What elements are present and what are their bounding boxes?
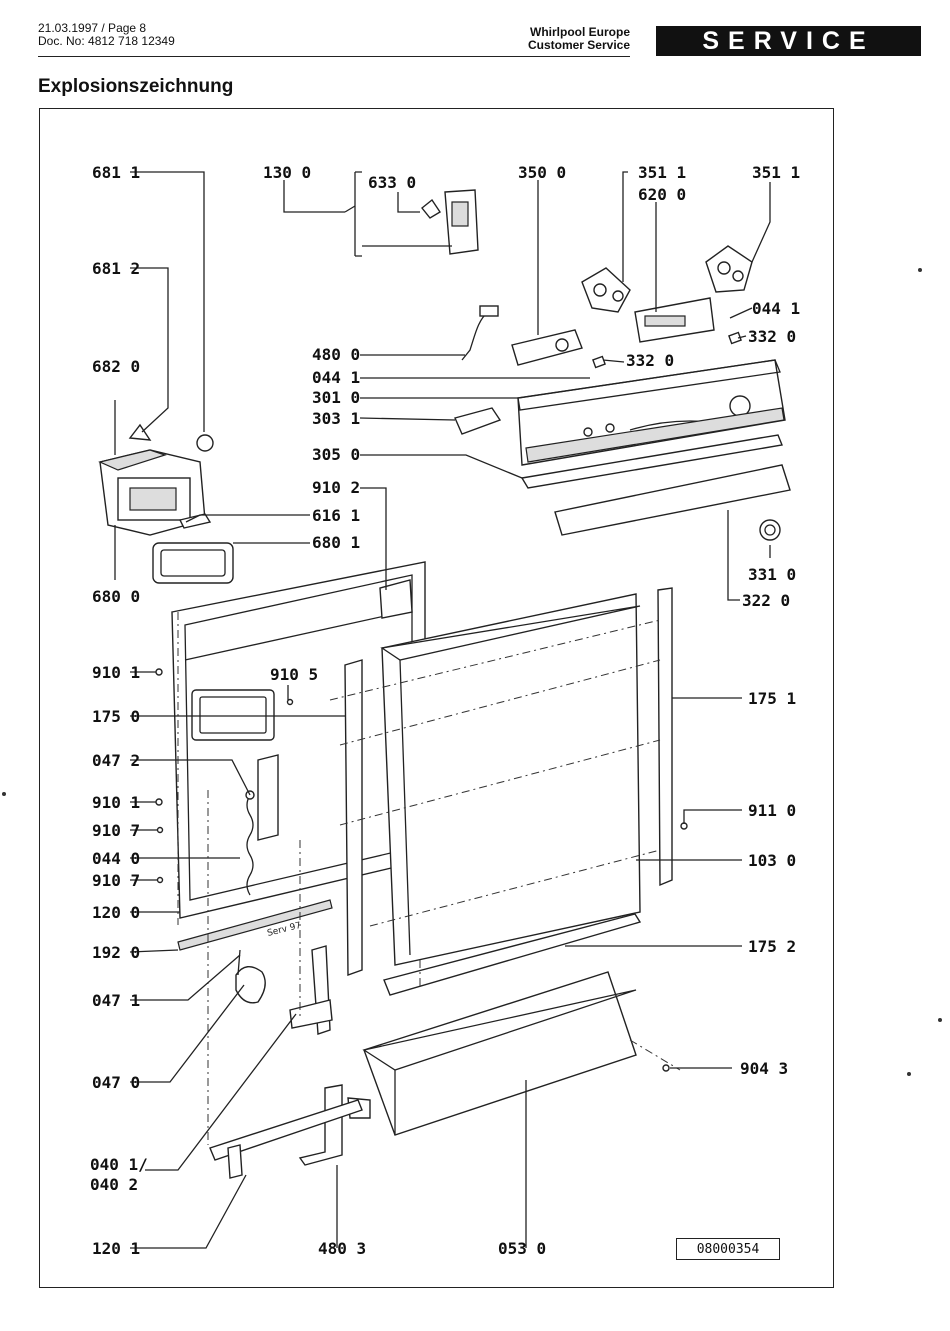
part-label: 044 1 (312, 368, 360, 387)
part-label: 047 0 (92, 1073, 140, 1092)
part-labels: 681 1 130 0 633 0 350 0 351 1 620 0 351 … (90, 163, 800, 1258)
part-label: 322 0 (742, 591, 790, 610)
scan-speck (918, 268, 922, 272)
scan-speck (938, 1018, 942, 1022)
scan-speck (907, 1072, 911, 1076)
company-name: Whirlpool Europe (530, 25, 630, 39)
part-label: 904 3 (740, 1059, 788, 1078)
part-label: 175 0 (92, 707, 140, 726)
part-label: 910 7 (92, 871, 140, 890)
part-label: 301 0 (312, 388, 360, 407)
part-label: 680 0 (92, 587, 140, 606)
outer-door (380, 593, 641, 966)
part-label: 910 7 (92, 821, 140, 840)
part-label: 480 3 (318, 1239, 366, 1258)
part-label: 044 1 (752, 299, 800, 318)
side-strip-right (657, 587, 673, 887)
part-label: 910 1 (92, 663, 140, 682)
drawing-number: 08000354 (676, 1238, 780, 1260)
doc-number: Doc. No: 4812 718 12349 (38, 34, 175, 48)
part-label: 103 0 (748, 851, 796, 870)
part-label: 681 1 (92, 163, 140, 182)
part-label: 053 0 (498, 1239, 546, 1258)
part-label: 350 0 (518, 163, 566, 182)
knob (759, 519, 781, 541)
screw (155, 798, 163, 806)
screw (156, 826, 164, 834)
spring (246, 794, 254, 896)
part-label: 331 0 (748, 565, 796, 584)
header-left: 21.03.1997 / Page 8 Doc. No: 4812 718 12… (38, 22, 175, 48)
control-module (98, 423, 214, 536)
trim-strip (520, 434, 783, 489)
part-label: 680 1 (312, 533, 360, 552)
gasket (152, 542, 234, 584)
part-label: 633 0 (368, 173, 416, 192)
bracket-part (421, 189, 479, 255)
part-label: 681 2 (92, 259, 140, 278)
header-divider (38, 56, 630, 57)
part-label: 616 1 (312, 506, 360, 525)
scan-speck (2, 792, 6, 796)
cable (461, 311, 489, 361)
screw (286, 698, 294, 706)
part-label: 175 2 (748, 937, 796, 956)
part-label: 620 0 (638, 185, 686, 204)
leader-lines (114, 171, 771, 1249)
kick-plate (362, 971, 637, 1136)
bottom-strip (383, 913, 642, 996)
page-title: Explosionszeichnung (38, 76, 234, 97)
hinge-arm (235, 966, 266, 1004)
part-label: 303 1 (312, 409, 360, 428)
department-name: Customer Service (527, 38, 630, 52)
part-label: 047 1 (92, 991, 140, 1010)
part-label: 044 0 (92, 849, 140, 868)
header-right: Whirlpool Europe Customer Service (470, 26, 630, 52)
screw (155, 668, 163, 676)
seal-strip (177, 899, 333, 951)
part-label: 682 0 (92, 357, 140, 376)
part-label: 911 0 (748, 801, 796, 820)
part-label: 910 1 (92, 793, 140, 812)
part-label: 047 2 (92, 751, 140, 770)
part-label: 120 0 (92, 903, 140, 922)
part-label: 332 0 (748, 327, 796, 346)
part-label: 910 2 (312, 478, 360, 497)
part-label: 351 1 (638, 163, 686, 182)
part-label: 040 2 (90, 1175, 138, 1194)
part-label: 192 0 (92, 943, 140, 962)
service-badge: SERVICE (656, 26, 921, 56)
screw (156, 876, 164, 884)
foot-bracket (298, 1084, 343, 1166)
part-label: 910 5 (270, 665, 318, 684)
part-label: 040 1/ (90, 1155, 148, 1174)
parts (98, 189, 791, 1179)
electronic-board (511, 329, 583, 366)
side-strip-left (344, 659, 363, 976)
part-label: 332 0 (626, 351, 674, 370)
control-panel (517, 359, 786, 466)
bottom-rail (209, 1099, 363, 1161)
part-label: 480 0 (312, 345, 360, 364)
part-label: 351 1 (752, 163, 800, 182)
screw (662, 1064, 670, 1072)
part-label: 305 0 (312, 445, 360, 464)
drawing-frame (39, 108, 834, 1288)
clip-303 (454, 407, 502, 435)
date-page: 21.03.1997 / Page 8 (38, 21, 147, 35)
facia-panel (554, 464, 791, 536)
part-label: 120 1 (92, 1239, 140, 1258)
part-label: 175 1 (748, 689, 796, 708)
part-label: 130 0 (263, 163, 311, 182)
